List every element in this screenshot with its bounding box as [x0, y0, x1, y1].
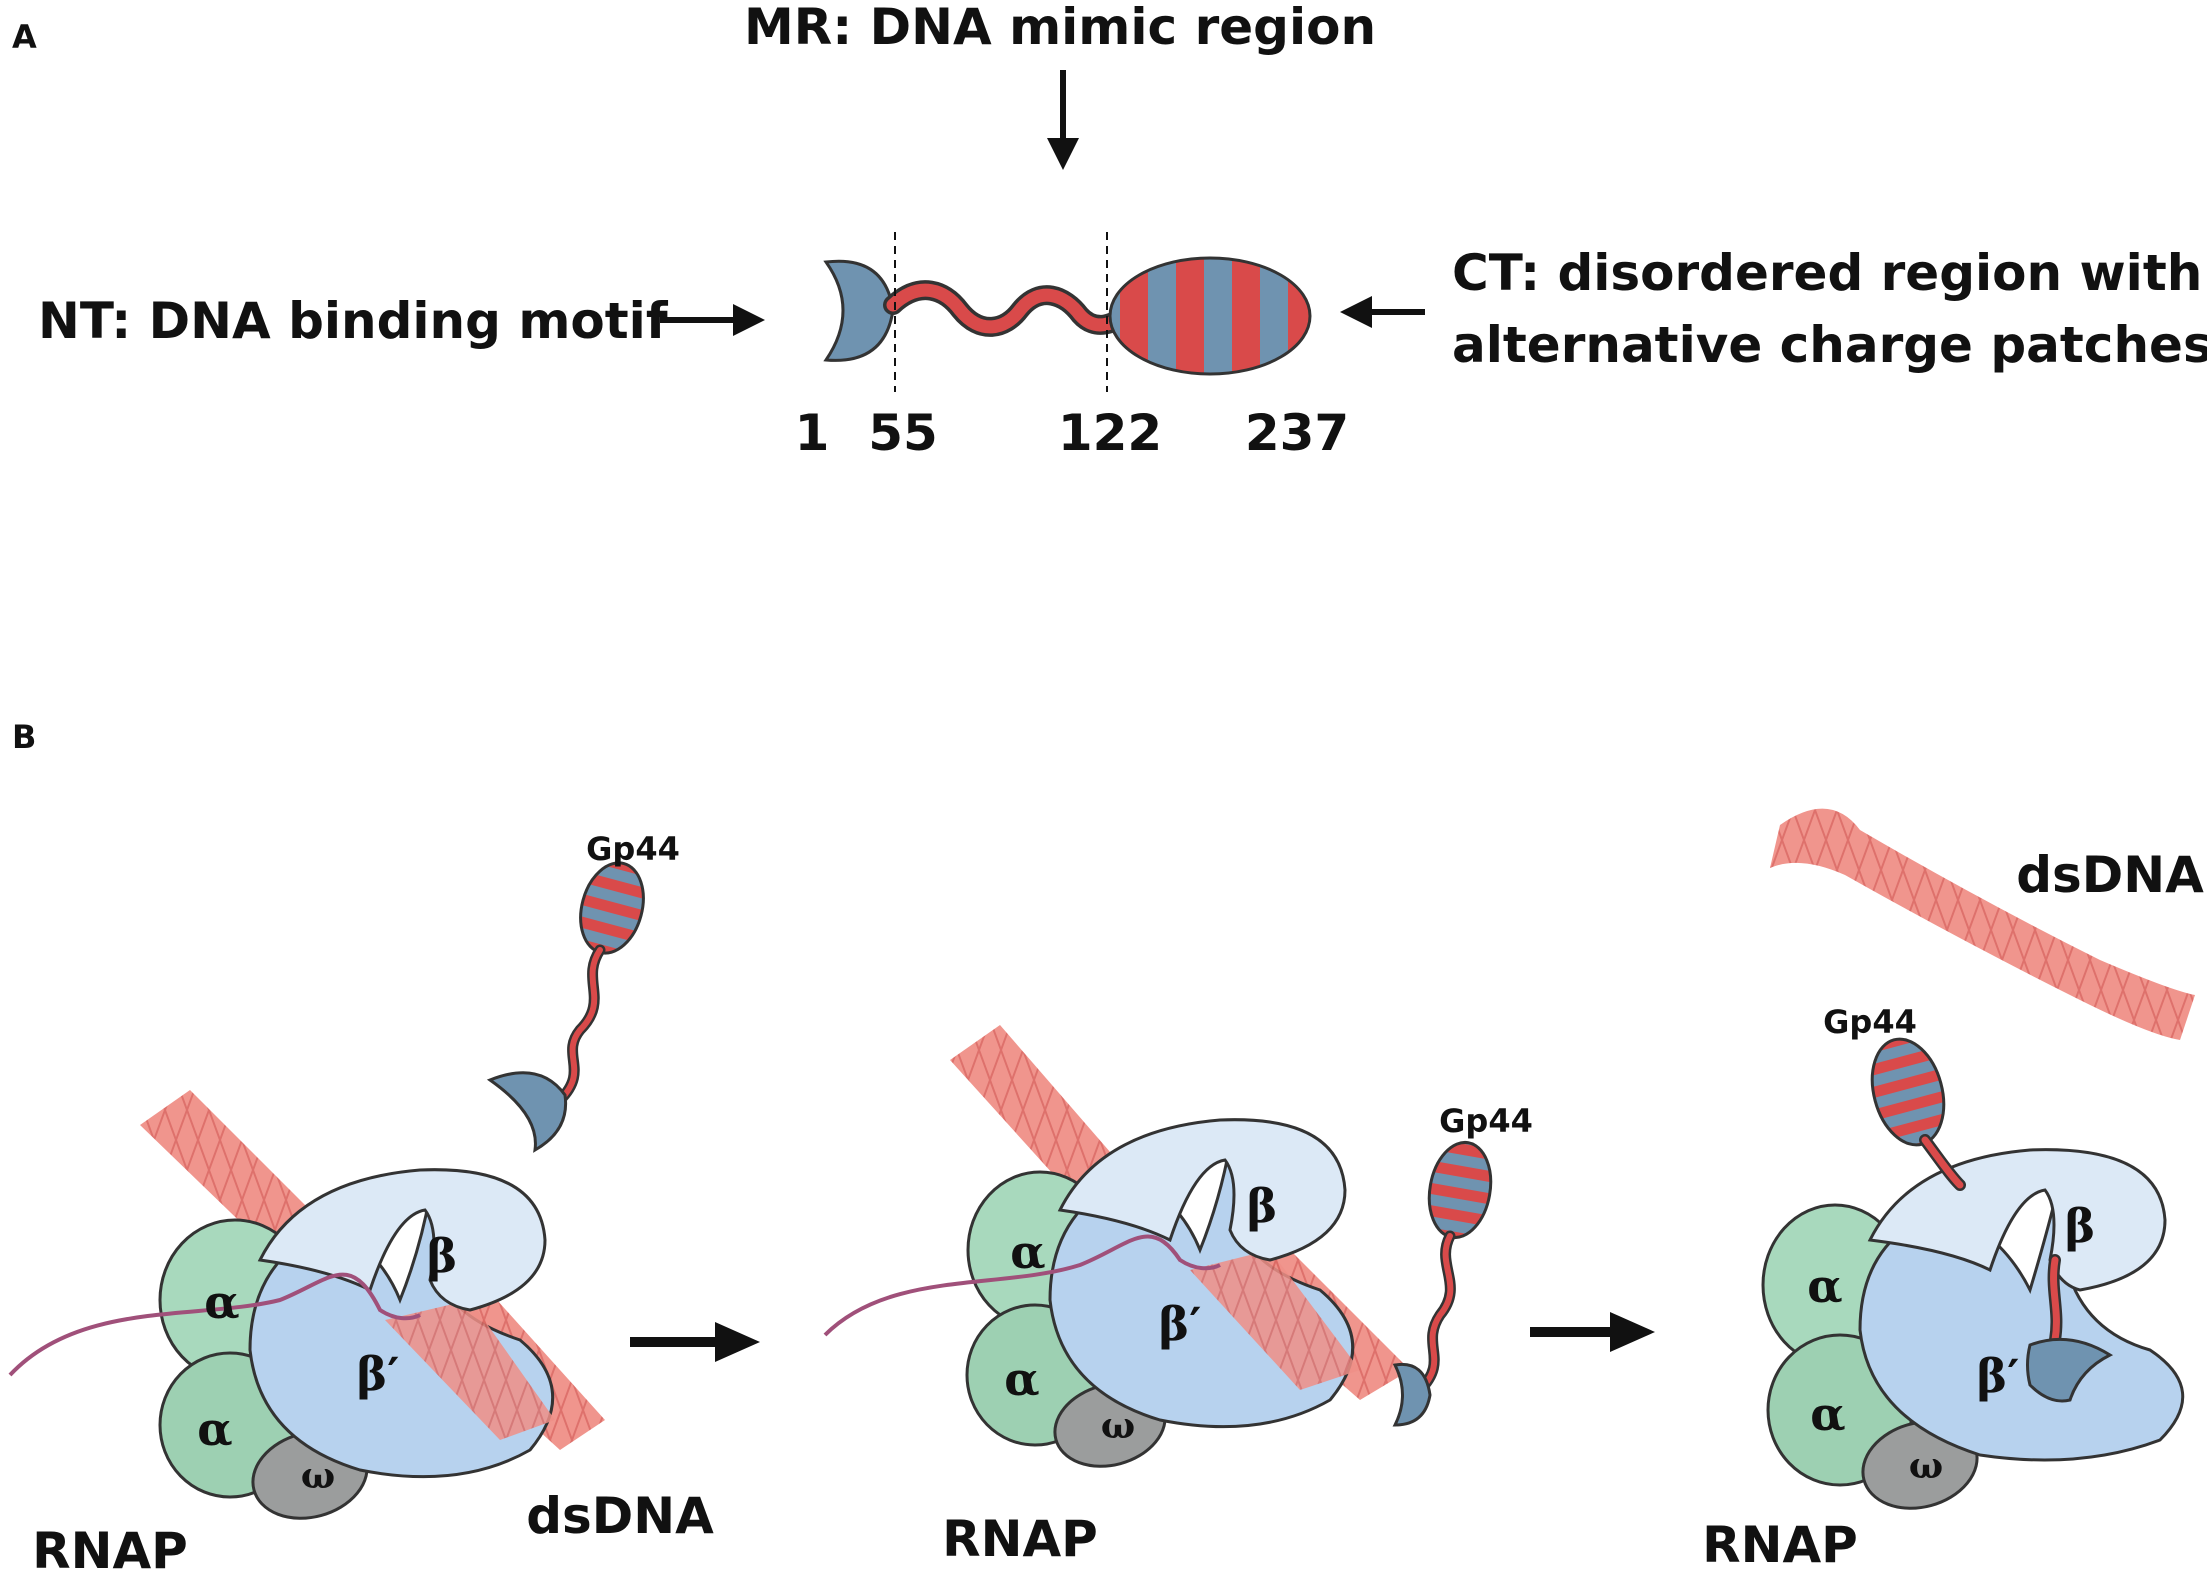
- ct-label-line2: alternative charge patches: [1452, 316, 2207, 374]
- mr-label: MR: DNA mimic region: [744, 0, 1376, 56]
- stage-3: Gp44 α α ω β β′ dsDNA RNAP: [1702, 808, 2204, 1574]
- stage1-gp44-label: Gp44: [586, 830, 680, 868]
- ct-label-line1: CT: disordered region with: [1452, 244, 2202, 302]
- stage3-gp44: [1870, 1037, 2114, 1403]
- gp44-domain-schematic: [823, 232, 1312, 392]
- stage2-omega-label: ω: [1101, 1405, 1135, 1447]
- stage3-omega-label: ω: [1909, 1445, 1943, 1487]
- panel-a-letter: A: [12, 18, 37, 56]
- stage2-gp44: [1392, 1140, 1493, 1427]
- stage2-gp44-label: Gp44: [1439, 1102, 1533, 1140]
- stage1-alpha2-label: α: [197, 1402, 232, 1456]
- position-122: 122: [1058, 404, 1162, 462]
- stage2-beta: [1057, 1118, 1347, 1262]
- position-1: 1: [795, 404, 830, 462]
- nt-domain-crescent: [823, 259, 895, 362]
- stage1-omega-label: ω: [301, 1455, 335, 1497]
- stage-1: Gp44 α α ω β β′ dsDNA RNAP: [8, 830, 714, 1574]
- stage1-rna: [8, 1272, 421, 1377]
- stage3-dsdna-label: dsDNA: [2016, 846, 2204, 904]
- stage3-rnap-label: RNAP: [1702, 1516, 1858, 1574]
- stage3-alpha1-label: α: [1807, 1259, 1842, 1313]
- stage1-beta-label: β: [427, 1229, 458, 1283]
- stage2-rnap-label: RNAP: [942, 1510, 1098, 1568]
- stage2-dsdna-upstream: [950, 1025, 1130, 1215]
- stage2-alpha1-label: α: [1010, 1225, 1045, 1279]
- stage2-beta-prime-label: β′: [1159, 1297, 1202, 1351]
- nt-label: NT: DNA binding motif: [38, 292, 669, 350]
- stage1-rnap-label: RNAP: [32, 1522, 188, 1574]
- ct-arrow: [1340, 296, 1425, 328]
- stage1-alpha1-label: α: [204, 1275, 239, 1329]
- stage1-gp44: [486, 861, 645, 1153]
- position-55: 55: [868, 404, 938, 462]
- stage2-alpha2-label: α: [1004, 1352, 1039, 1406]
- stage3-gp44-label: Gp44: [1823, 1003, 1917, 1041]
- transition-arrow-2: [1530, 1312, 1655, 1352]
- stage2-rna: [823, 1234, 1221, 1337]
- stage-2: Gp44 α α ω β β′ RNAP: [823, 1025, 1533, 1568]
- stage3-beta-label: β: [2065, 1199, 2096, 1253]
- panel-b-letter: B: [12, 718, 36, 756]
- position-237: 237: [1245, 404, 1349, 462]
- stage3-alpha2-label: α: [1810, 1387, 1845, 1441]
- stage3-beta-prime-label: β′: [1977, 1349, 2020, 1403]
- transition-arrow-1: [630, 1322, 760, 1362]
- stage3-beta: [1867, 1148, 2167, 1292]
- nt-arrow: [660, 304, 765, 336]
- stage1-beta-prime-label: β′: [357, 1347, 400, 1401]
- stage2-beta-label: β: [1247, 1179, 1278, 1233]
- mr-arrow: [1047, 70, 1079, 170]
- stage1-dsdna-label: dsDNA: [526, 1487, 714, 1545]
- ct-domain-striped: [1108, 256, 1312, 376]
- stage3-dsdna-free: [1770, 808, 2195, 1040]
